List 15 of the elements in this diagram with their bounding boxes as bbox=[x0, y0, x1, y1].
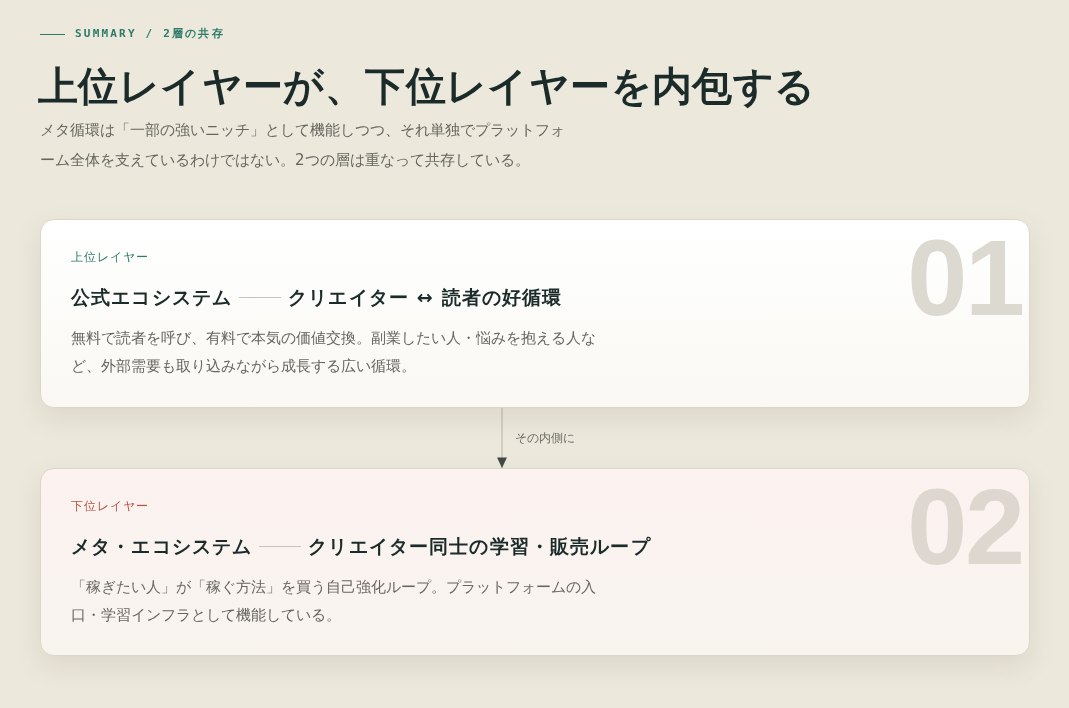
layer-card bbox=[40, 219, 1030, 408]
layer-subheading: クリエイター ↔ 読者の好循環 bbox=[288, 285, 563, 310]
layer-tag: 下位レイヤー bbox=[71, 498, 149, 514]
layer-description: 無料で読者を呼び、有料で本気の価値交換。副業したい人・悩みを抱える人など、外部需要も取り込みながら成長する広い循環。 bbox=[71, 329, 597, 376]
eyebrow-label: SUMMARY / 2層の共存 bbox=[75, 26, 225, 42]
layer-subheading: クリエイター同士の学習・販売ループ bbox=[308, 534, 651, 559]
layer-heading: 公式エコシステム bbox=[71, 285, 233, 310]
layer-card bbox=[40, 468, 1030, 656]
page-title: 上位レイヤーが、下位レイヤーを内包する bbox=[38, 62, 816, 111]
layer-heading: メタ・エコシステム bbox=[71, 534, 253, 559]
arrow bbox=[497, 407, 507, 469]
edge-label: その内側に bbox=[515, 430, 575, 446]
layer-description: 「稼ぎたい人」が「稼ぐ方法」を買う自己強化ループ。プラットフォームの入口・学習インフラとして機能している。 bbox=[71, 578, 597, 625]
layer-tag: 上位レイヤー bbox=[71, 249, 149, 265]
summary-paragraph: メタ循環は「一部の強いニッチ」として機能しつつ、それ単独でプラットフォーム全体を支えているわけではない。2つの層は重なって共存している。 bbox=[40, 120, 566, 171]
